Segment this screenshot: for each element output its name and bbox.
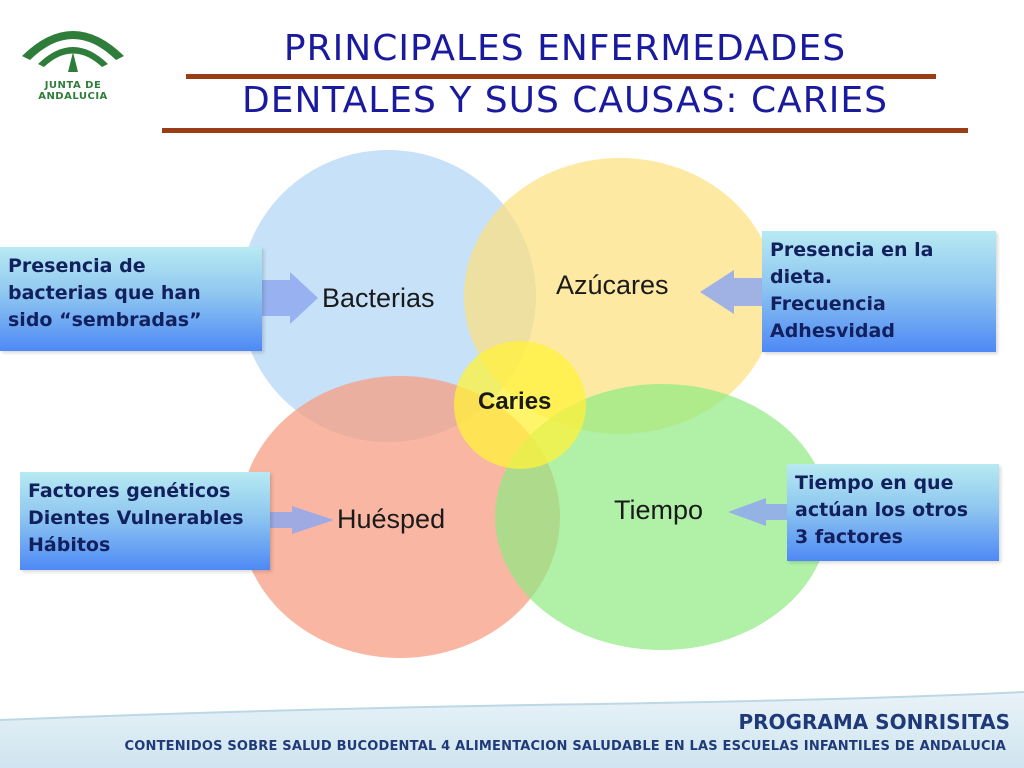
huesped-label: Huésped bbox=[337, 504, 446, 534]
page-title-line-2: DENTALES Y SUS CAUSAS: CARIES bbox=[242, 80, 888, 121]
footer-wave bbox=[0, 691, 1024, 768]
arrow-bacterias bbox=[262, 272, 318, 324]
tiempo-circle bbox=[495, 384, 829, 650]
huesped-description-box: Factores genéticos Dientes Vulnerables H… bbox=[20, 472, 270, 570]
page-title-line-1: PRINCIPALES ENFERMEDADES bbox=[283, 28, 847, 69]
title-underline-2 bbox=[162, 128, 968, 133]
bacterias-circle bbox=[240, 150, 536, 442]
box-line: dieta. bbox=[770, 266, 833, 288]
box-line: sido “sembradas” bbox=[8, 309, 202, 331]
arrow-tiempo bbox=[728, 498, 787, 526]
caries-center-circle bbox=[454, 341, 586, 469]
logo-text: JUNTA DE ANDALUCIA bbox=[38, 80, 108, 102]
bacterias-label: Bacterias bbox=[322, 283, 435, 313]
tiempo-description-box: Tiempo en que actúan los otros 3 factore… bbox=[787, 464, 999, 561]
azucares-description-box: Presencia en la dieta. Frecuencia Adhesv… bbox=[762, 231, 996, 352]
box-line: actúan los otros bbox=[795, 499, 969, 521]
title-underline-1 bbox=[186, 74, 936, 79]
program-name: PROGRAMA SONRISITAS bbox=[738, 710, 1010, 734]
junta-andalucia-logo bbox=[22, 31, 124, 72]
box-line: Hábitos bbox=[28, 534, 111, 556]
box-line: Presencia de bbox=[8, 255, 146, 277]
caries-label: Caries bbox=[478, 388, 552, 415]
tiempo-label: Tiempo bbox=[614, 495, 704, 525]
box-line: 3 factores bbox=[795, 526, 903, 548]
arrow-huesped bbox=[270, 506, 334, 534]
bacterias-description-box: Presencia de bacterias que han sido “sem… bbox=[0, 247, 262, 351]
box-line: Tiempo en que bbox=[795, 472, 954, 494]
box-line: bacterias que han bbox=[8, 282, 201, 304]
box-line: Factores genéticos bbox=[28, 480, 231, 502]
arrow-azucares bbox=[700, 270, 762, 314]
box-line: Dientes Vulnerables bbox=[28, 507, 244, 529]
box-line: Presencia en la bbox=[770, 239, 934, 261]
azucares-label: Azúcares bbox=[556, 270, 669, 300]
box-line: Frecuencia bbox=[770, 293, 886, 315]
footer-line: CONTENIDOS SOBRE SALUD BUCODENTAL 4 ALIM… bbox=[124, 739, 1006, 754]
box-line: Adhesvidad bbox=[770, 320, 895, 342]
